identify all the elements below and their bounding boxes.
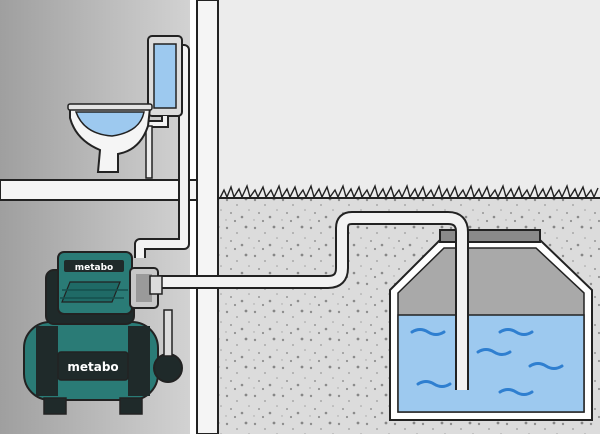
pump-icon: metabo [45,251,163,325]
cistern-icon [145,35,183,179]
toilet-icon [67,103,153,173]
floor-slab [0,179,201,201]
pressure-tank-icon: metabo [23,309,183,415]
tank-brand-label: metabo [67,360,118,374]
grass-icon [219,183,599,199]
house-wall [196,0,219,434]
pump-brand-label: metabo [75,263,113,273]
water-ripples [410,328,564,396]
cistern-tank-icon [389,229,593,421]
outside-sky [218,0,600,198]
